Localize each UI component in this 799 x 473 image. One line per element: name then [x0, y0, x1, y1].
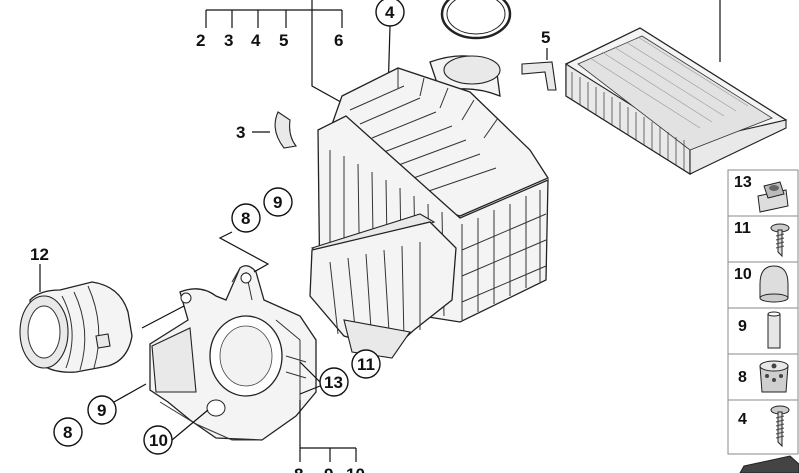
callout-4: 4	[251, 31, 261, 50]
resonator-housing	[149, 265, 317, 441]
callout-8-lower: 8	[63, 423, 72, 442]
clip-3-part	[274, 111, 298, 149]
callout-8-upper: 8	[241, 209, 250, 228]
callout-6: 6	[334, 31, 343, 50]
intake-tube	[19, 281, 133, 373]
callout-circle-11	[351, 349, 381, 379]
callout-9-lower: 9	[97, 401, 106, 420]
callout-circle-9-lower	[87, 395, 117, 425]
rubber-cap-icon	[759, 265, 789, 303]
legend-cell	[727, 215, 799, 263]
callout-bottom-8: 8	[294, 465, 303, 473]
sealing-ring-inner	[446, 0, 506, 35]
callout-3: 3	[224, 31, 233, 50]
legend-num-13: 13	[734, 174, 752, 191]
screw-icon	[770, 223, 790, 258]
callout-5: 5	[279, 31, 288, 50]
top-callout-group: 2 3 4 5 6	[196, 0, 349, 107]
parts-legend: 13 11 10 9 8 4	[727, 169, 799, 473]
bottom-callout-group: 8 9 10	[294, 400, 365, 473]
callout-circle-9-upper	[263, 187, 293, 217]
legend-num-11: 11	[734, 220, 751, 237]
legend-num-9: 9	[738, 318, 747, 335]
long-screw-icon	[770, 405, 790, 448]
callout-10: 10	[149, 431, 168, 450]
callout-11: 11	[357, 355, 375, 374]
callout-circle-8-lower	[53, 417, 83, 447]
callout-5-clip: 5	[541, 28, 550, 47]
air-filter-element	[565, 0, 788, 175]
sleeve-icon	[767, 311, 781, 349]
callout-bottom-10: 10	[346, 465, 365, 473]
legend-num-8: 8	[738, 369, 747, 386]
callout-12: 12	[30, 245, 49, 264]
callout-circle-8-upper	[231, 203, 261, 233]
callout-9-upper: 9	[273, 193, 282, 212]
callout-bottom-9: 9	[324, 465, 333, 473]
legend-tab	[739, 455, 799, 473]
sealing-ring	[440, 0, 512, 40]
callout-13: 13	[324, 373, 343, 392]
callout-2: 2	[196, 31, 205, 50]
callout-4-top: 4	[385, 3, 395, 22]
callout-3-clip: 3	[236, 123, 245, 142]
air-box-housing	[309, 55, 549, 359]
clip-part	[521, 61, 557, 91]
legend-num-10: 10	[734, 266, 752, 283]
clip-nut-icon	[757, 181, 789, 213]
legend-num-4: 4	[738, 411, 747, 428]
grommet-icon	[759, 360, 789, 393]
